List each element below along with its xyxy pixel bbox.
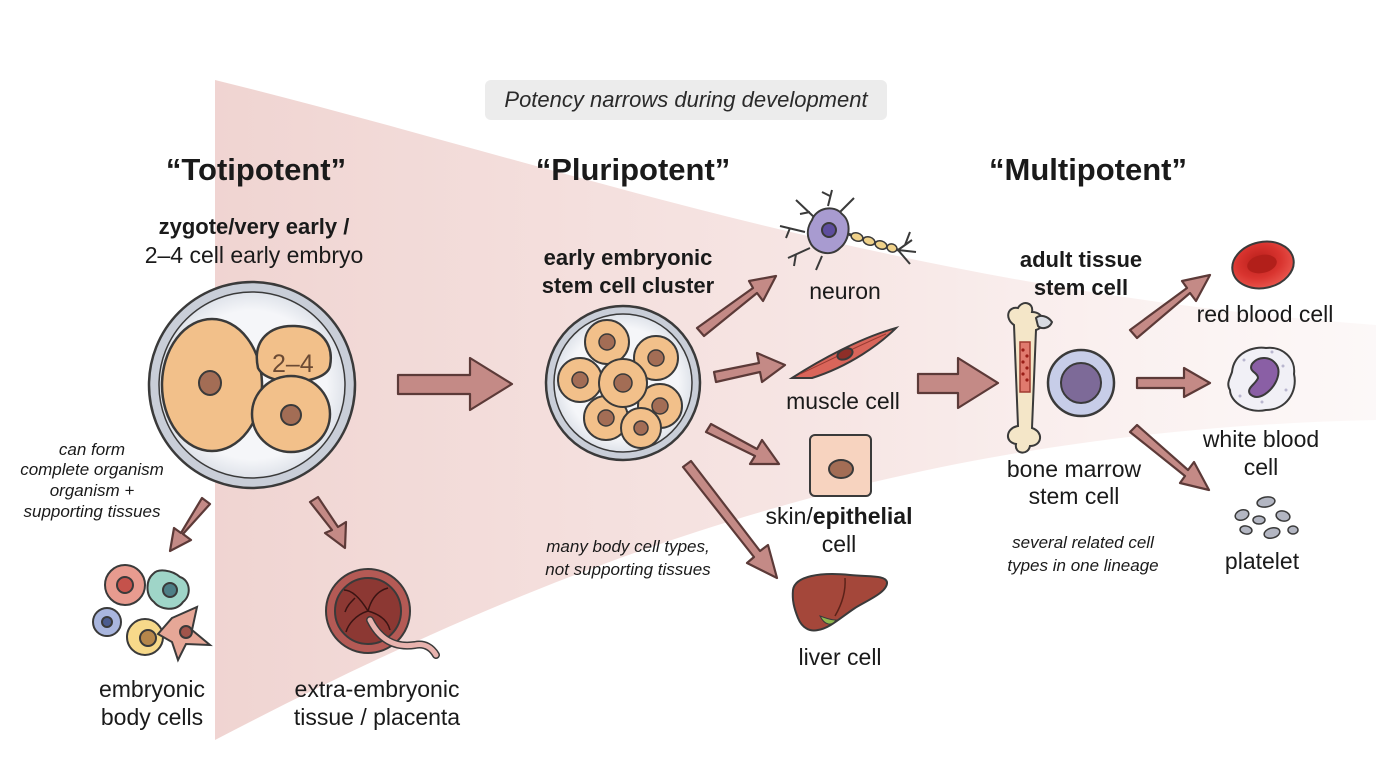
pluripotent-cluster bbox=[544, 304, 702, 462]
bone-marrow-label-line1: bone marrow bbox=[1006, 456, 1142, 482]
placenta-icon bbox=[325, 568, 440, 659]
white-blood-cell-label-line1: white blood bbox=[1202, 426, 1320, 452]
epithelial-prefix: skin/ bbox=[765, 503, 813, 529]
red-blood-cell-label: red blood cell bbox=[1196, 301, 1334, 327]
multipotent-note-line: several related cell bbox=[1012, 533, 1154, 552]
multipotent-note-line: types in one lineage bbox=[1007, 556, 1159, 575]
placenta-label-line1: extra-embryonic bbox=[294, 676, 460, 702]
arrow-to-platelet bbox=[1128, 423, 1211, 492]
arrow-toti-to-pluri bbox=[396, 356, 514, 412]
totipotent-note-line: organism + bbox=[49, 481, 135, 500]
epithelial-cell-icon bbox=[809, 434, 872, 497]
arrow-to-neuron bbox=[695, 274, 778, 338]
totipotent-title: “Totipotent” bbox=[165, 152, 347, 187]
totipotent-note-line: supporting tissues bbox=[23, 502, 161, 521]
muscle-cell-label: muscle cell bbox=[786, 388, 900, 414]
pluripotent-note-line: many body cell types, bbox=[546, 537, 710, 556]
embryonic-body-cells-icon bbox=[92, 564, 213, 663]
liver-icon bbox=[791, 573, 888, 632]
placenta-label-line2: tissue / placenta bbox=[293, 704, 461, 730]
epithelial-bold: epithelial bbox=[812, 503, 913, 529]
arrow-to-liver bbox=[681, 459, 779, 580]
platelet-label: platelet bbox=[1224, 548, 1300, 574]
totipotent-subtitle: 2–4 cell early embryo bbox=[144, 242, 364, 268]
bone-marrow-label-line2: stem cell bbox=[1028, 483, 1120, 509]
epithelial-cell-label-line1: skin/epithelial bbox=[766, 503, 913, 529]
multipotent-subtitle-line2: stem cell bbox=[1033, 275, 1129, 300]
potency-funnel bbox=[215, 80, 1376, 740]
arrow-pluri-to-multi bbox=[916, 356, 1000, 410]
totipotent-subtitle-bold: zygote/very early / bbox=[158, 214, 350, 239]
embryonic-cells-label-line2: body cells bbox=[100, 704, 204, 730]
bone-marrow-stem-cell-icon bbox=[1046, 348, 1116, 418]
muscle-cell-icon bbox=[788, 326, 900, 379]
arrow-to-white-cell bbox=[1135, 366, 1212, 399]
arrow-to-muscle bbox=[712, 351, 787, 384]
arrow-to-skin bbox=[704, 422, 781, 466]
arrow-to-placenta bbox=[308, 495, 348, 550]
epithelial-cell-label-line2: cell bbox=[821, 531, 857, 557]
pluripotent-subtitle-line1: early embryonic bbox=[543, 245, 713, 270]
arrow-to-embryonic-cells bbox=[168, 496, 212, 553]
bone-icon bbox=[1007, 302, 1054, 454]
neuron-icon bbox=[779, 189, 917, 271]
multipotent-subtitle-line1: adult tissue bbox=[1019, 247, 1143, 272]
totipotent-embryo bbox=[147, 280, 357, 490]
multipotent-title: “Multipotent” bbox=[988, 152, 1188, 187]
totipotent-cell-count: 2–4 bbox=[272, 350, 314, 378]
white-blood-cell-icon bbox=[1227, 346, 1296, 412]
embryonic-cells-label-line1: embryonic bbox=[98, 676, 206, 702]
neuron-label: neuron bbox=[809, 278, 881, 304]
totipotent-note-line: can form bbox=[58, 440, 126, 459]
pluripotent-title: “Pluripotent” bbox=[535, 152, 731, 187]
red-blood-cell-icon bbox=[1231, 240, 1295, 290]
platelet-icon bbox=[1234, 496, 1299, 540]
potency-banner: Potency narrows during development bbox=[485, 80, 887, 120]
pluripotent-subtitle-line2: stem cell cluster bbox=[541, 273, 715, 298]
liver-cell-label: liver cell bbox=[798, 644, 882, 670]
arrow-to-red-cell bbox=[1128, 273, 1212, 340]
totipotent-note-line: complete organism bbox=[20, 460, 164, 479]
pluripotent-note-line: not supporting tissues bbox=[545, 560, 711, 579]
white-blood-cell-label-line2: cell bbox=[1243, 454, 1279, 480]
